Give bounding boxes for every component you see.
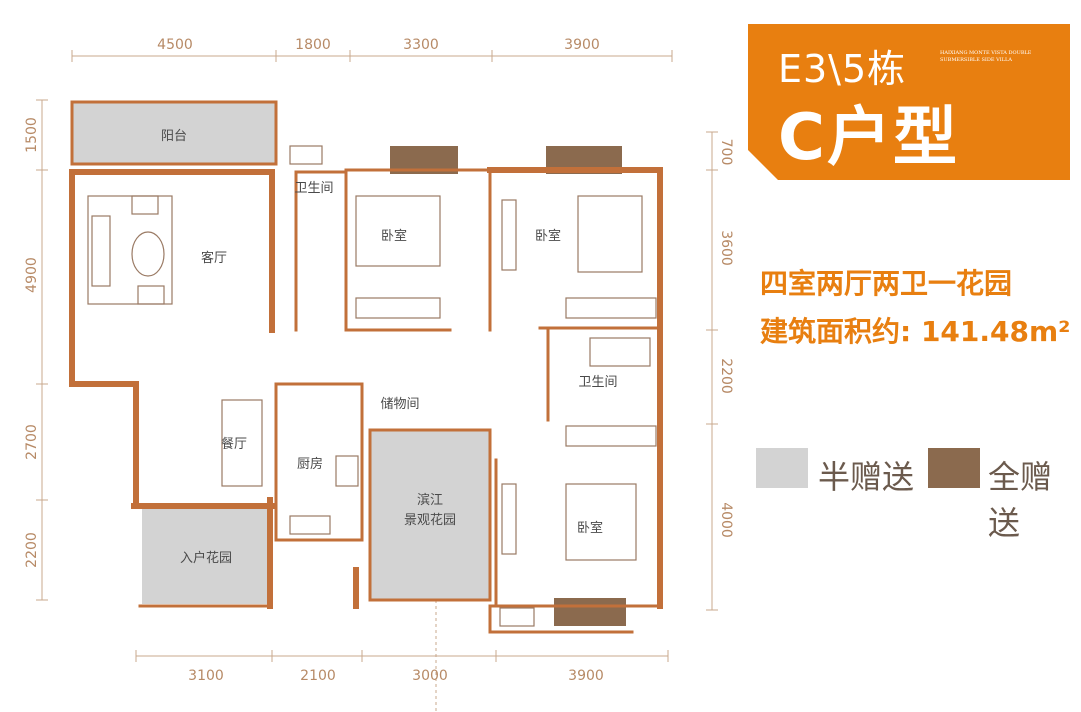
dim-bottom-3: 3000 — [412, 668, 448, 684]
river-garden-area — [368, 428, 492, 602]
dim-top-3: 3300 — [403, 37, 439, 53]
floor-plan: 4500 1800 3300 3900 3100 2100 3000 3900 … — [24, 37, 734, 712]
dim-left-1: 1500 — [24, 117, 40, 153]
furniture — [87, 145, 657, 627]
dim-top-4: 3900 — [564, 37, 600, 53]
room-dining: 餐厅 — [221, 436, 247, 452]
dim-right-4: 4000 — [718, 502, 734, 538]
balcony-area — [70, 100, 278, 166]
dim-top-1: 4500 — [157, 37, 193, 53]
layout-description: 四室两厅两卫一花园 — [760, 267, 1013, 300]
legend-full-gift-label: 全赠送 — [988, 458, 1053, 542]
legend-full-gift-swatch — [928, 448, 980, 488]
legend-half-gift-swatch — [756, 448, 808, 488]
dim-bottom-2: 2100 — [300, 668, 336, 684]
room-living: 客厅 — [201, 250, 227, 266]
room-storage: 储物间 — [380, 397, 419, 412]
walls — [69, 167, 663, 634]
entry-garden-area — [142, 508, 270, 604]
area-description: 建筑面积约: 141.48m² — [760, 315, 1071, 348]
legend-half-gift-label: 半赠送 — [818, 458, 915, 496]
unit-type-title: C户型 — [778, 101, 959, 175]
dim-top-2: 1800 — [295, 37, 331, 53]
title-badge — [748, 24, 1070, 180]
bay-window-3 — [554, 598, 626, 626]
room-bathroom-1: 卫生间 — [294, 181, 333, 196]
building-title: E3\5栋 — [778, 47, 907, 91]
room-bedroom-1: 卧室 — [381, 228, 407, 244]
dim-right-3: 2200 — [718, 358, 734, 394]
dim-left-4: 2200 — [24, 532, 40, 568]
dim-left-3: 2700 — [24, 424, 40, 460]
dimension-lines — [36, 50, 718, 712]
dim-right-2: 3600 — [718, 230, 734, 266]
room-entry-garden: 入户花园 — [180, 550, 232, 566]
room-bedroom-2: 卧室 — [535, 228, 561, 244]
room-kitchen: 厨房 — [297, 456, 323, 472]
english-brand-text: HAIXIANG MONTE VISTA DOUBLE SUBMERSIBLE … — [940, 50, 1032, 63]
dim-left-2: 4900 — [24, 257, 40, 293]
room-balcony: 阳台 — [161, 129, 187, 144]
dim-bottom-4: 3900 — [568, 668, 604, 684]
dim-right-1: 700 — [718, 139, 734, 166]
room-garden-line2: 景观花园 — [404, 512, 456, 528]
dim-bottom-1: 3100 — [188, 668, 224, 684]
room-garden-line1: 滨江 — [417, 492, 443, 508]
room-bathroom-2: 卫生间 — [578, 375, 617, 390]
room-bedroom-3: 卧室 — [577, 520, 603, 536]
